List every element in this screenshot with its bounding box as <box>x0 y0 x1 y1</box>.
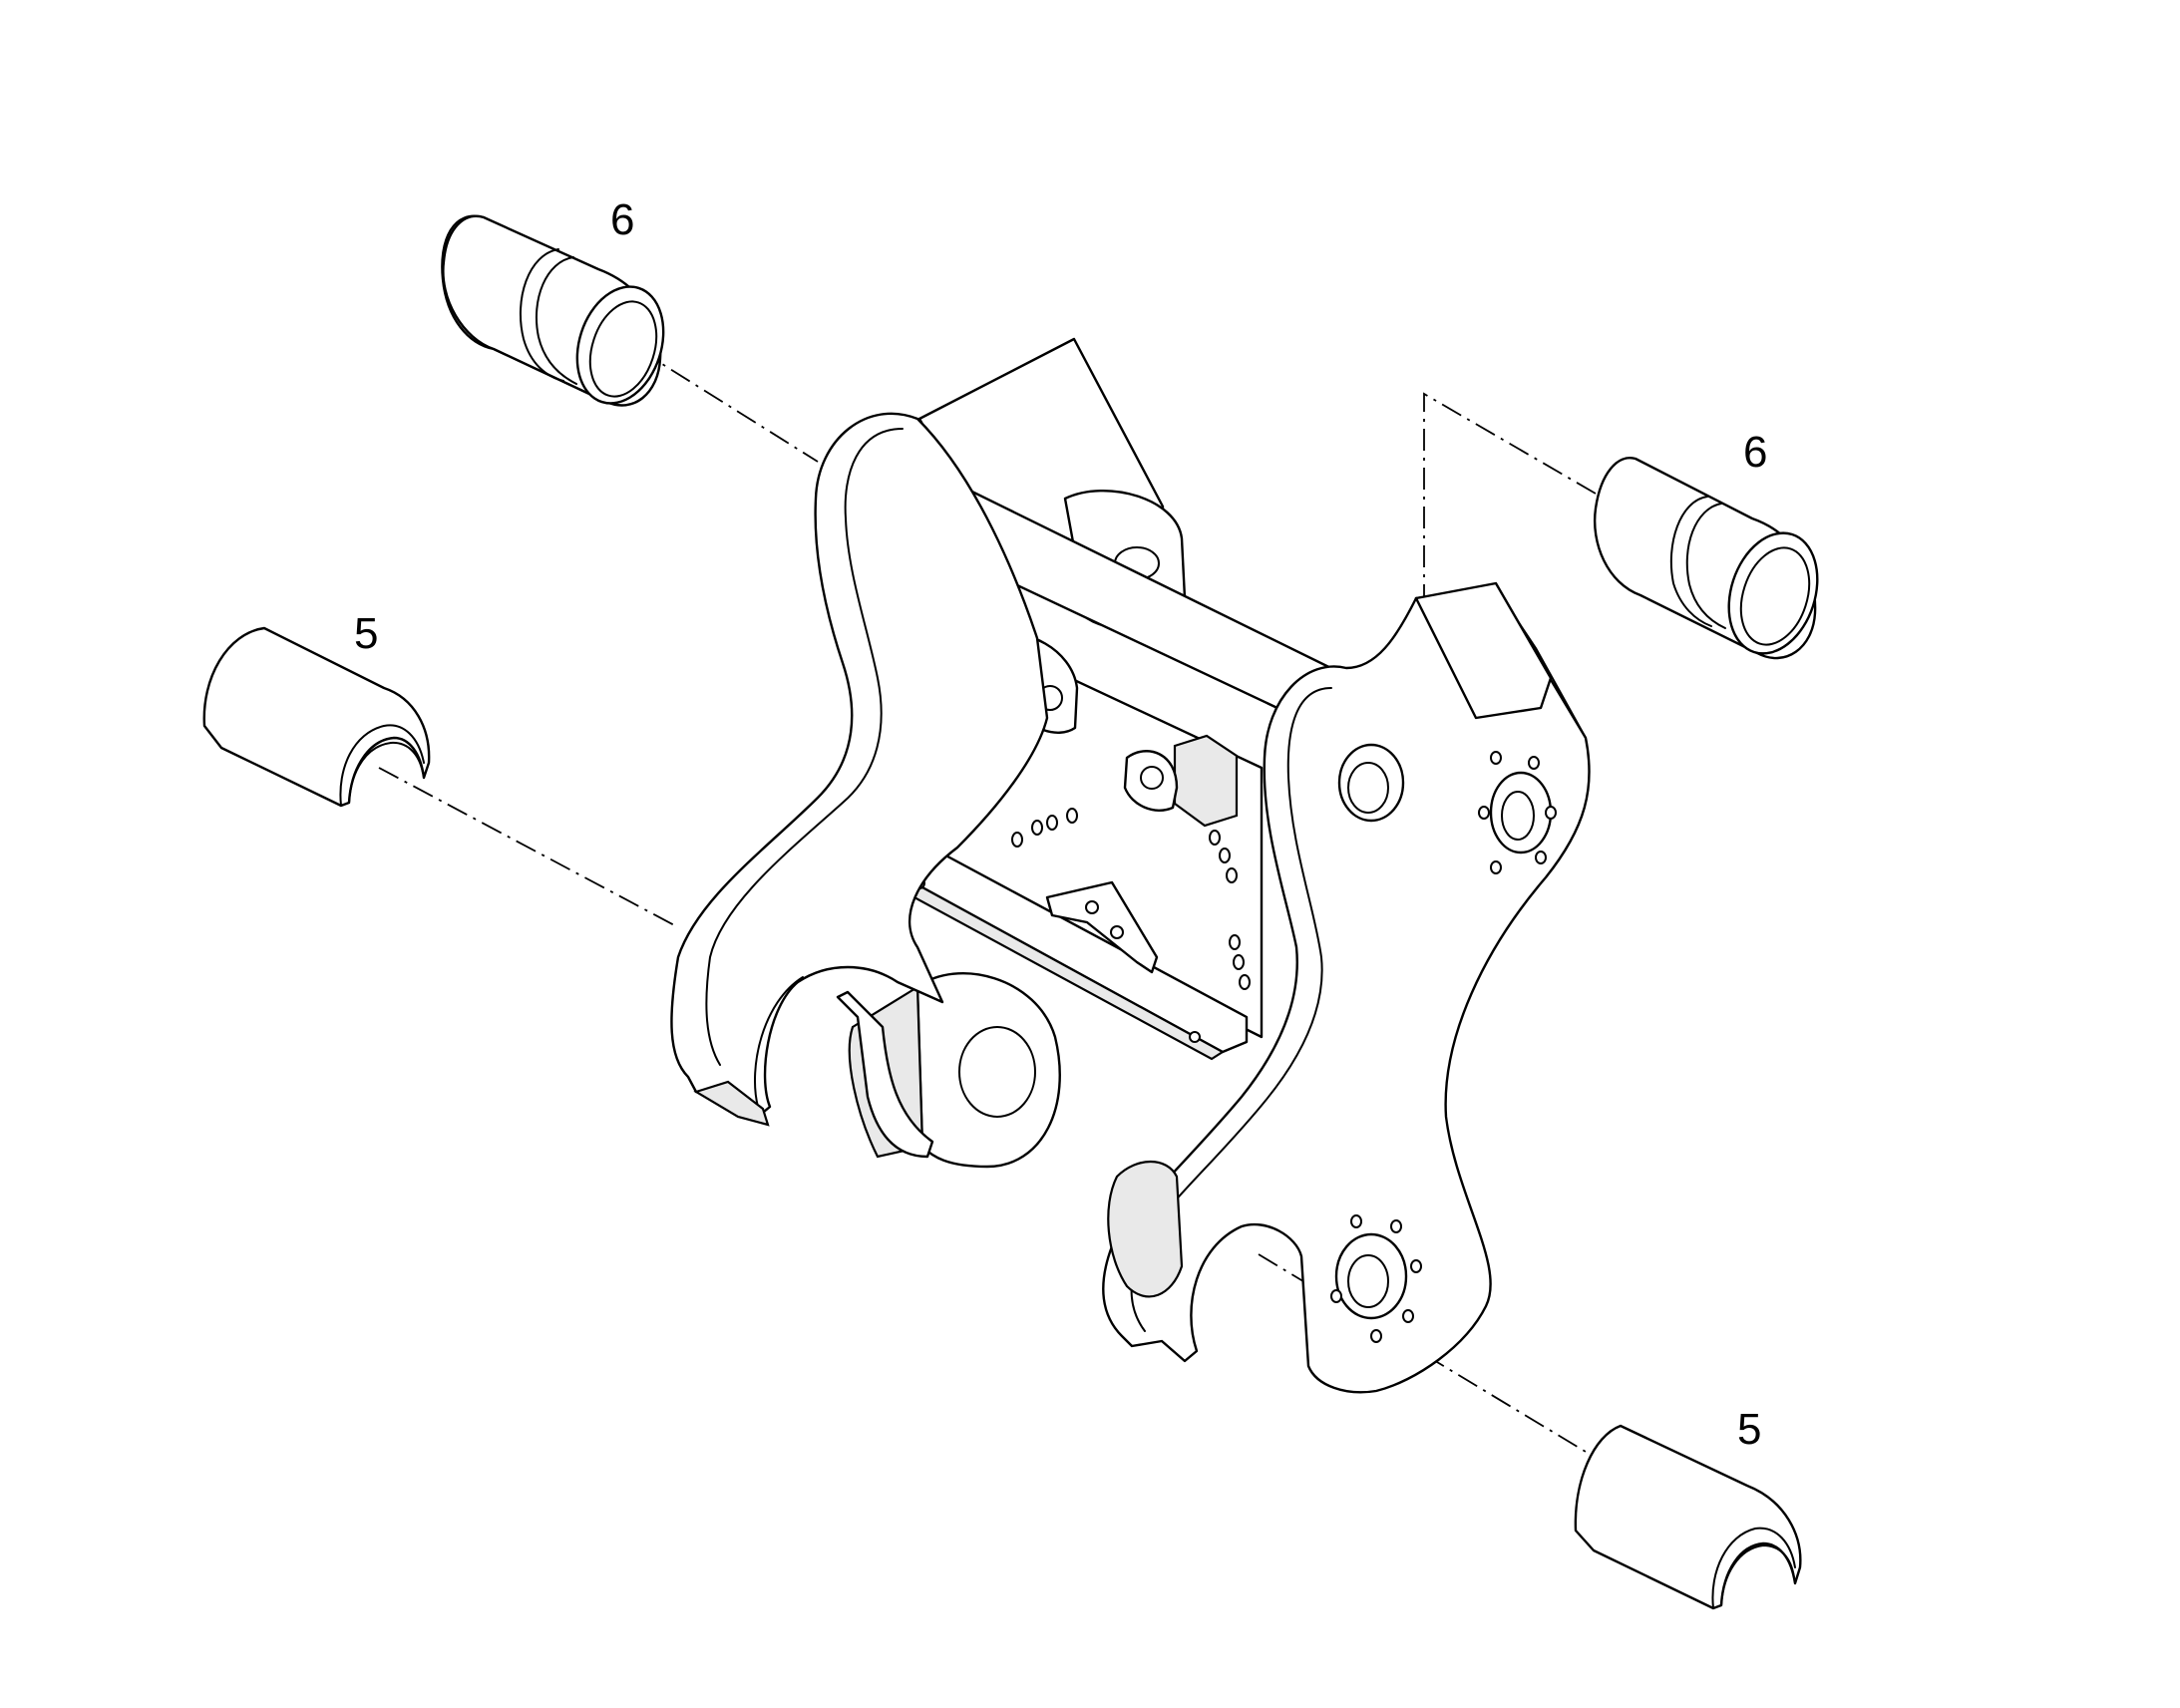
half-bushing-5-bottom-right-shell <box>1574 1424 1802 1610</box>
right-outer-hub-bore <box>1501 791 1535 841</box>
right-hub-bolt-holes <box>1478 751 1557 874</box>
center-lug-hole-2 <box>1110 925 1124 939</box>
center-lug <box>1045 880 1159 974</box>
bushing-6-top-left <box>441 214 665 407</box>
bushing-6-right-groove <box>1669 496 1712 627</box>
callout-labels: 6 6 5 5 <box>354 195 1767 1454</box>
right-lower-boss <box>1107 1161 1184 1298</box>
bushing-6-right-groove-2 <box>1685 503 1726 629</box>
half-bushing-5-left-shell <box>202 626 431 808</box>
leader-top-left <box>637 348 819 463</box>
half-bushing-5-left <box>202 626 431 808</box>
callout-5-left: 5 <box>354 609 378 658</box>
half-bushing-5-bottom-right <box>1574 1424 1802 1610</box>
left-side-plate-edge <box>705 428 904 1066</box>
left-hook-jaw <box>836 990 934 1159</box>
callout-5-bottom-right: 5 <box>1737 1405 1761 1454</box>
bushing-6-top-left-groove-2 <box>535 256 577 385</box>
bushing-6-top-left-end <box>575 285 665 405</box>
half-bushing-5-left-inner <box>339 724 425 807</box>
latch-pin-right <box>1140 766 1164 790</box>
center-lug-hole <box>1085 900 1099 914</box>
callout-6-top-left: 6 <box>610 195 634 244</box>
half-bushing-5-left-lip <box>348 741 424 804</box>
lower-boss-bore <box>958 1026 1036 1118</box>
back-plate-holes <box>1011 808 1251 990</box>
right-upper-bore <box>1347 762 1389 814</box>
bushing-6-right <box>1593 457 1819 660</box>
half-bushing-5-bottom-right-lip <box>1720 1544 1795 1606</box>
angle-bar-hole-2 <box>1189 1031 1201 1043</box>
right-lower-bolt-holes <box>1330 1214 1422 1343</box>
leader-left <box>378 767 679 928</box>
quick-coupler-frame <box>670 337 1591 1394</box>
left-plate-hook-edge <box>754 976 804 1108</box>
bushing-6-top-left-bore <box>588 300 658 398</box>
bushing-6-right-bore <box>1739 546 1811 646</box>
right-lower-hub-bore <box>1347 1254 1389 1308</box>
left-plate-hook-tab <box>693 1080 770 1127</box>
bushing-6-top-left-groove <box>519 248 564 382</box>
half-bushing-5-bottom-right-inner <box>1711 1527 1796 1609</box>
right-side-plate <box>1102 586 1591 1394</box>
bushing-6-right-end <box>1727 531 1819 655</box>
callout-6-right: 6 <box>1743 428 1767 477</box>
right-rear-ear <box>1414 581 1553 720</box>
